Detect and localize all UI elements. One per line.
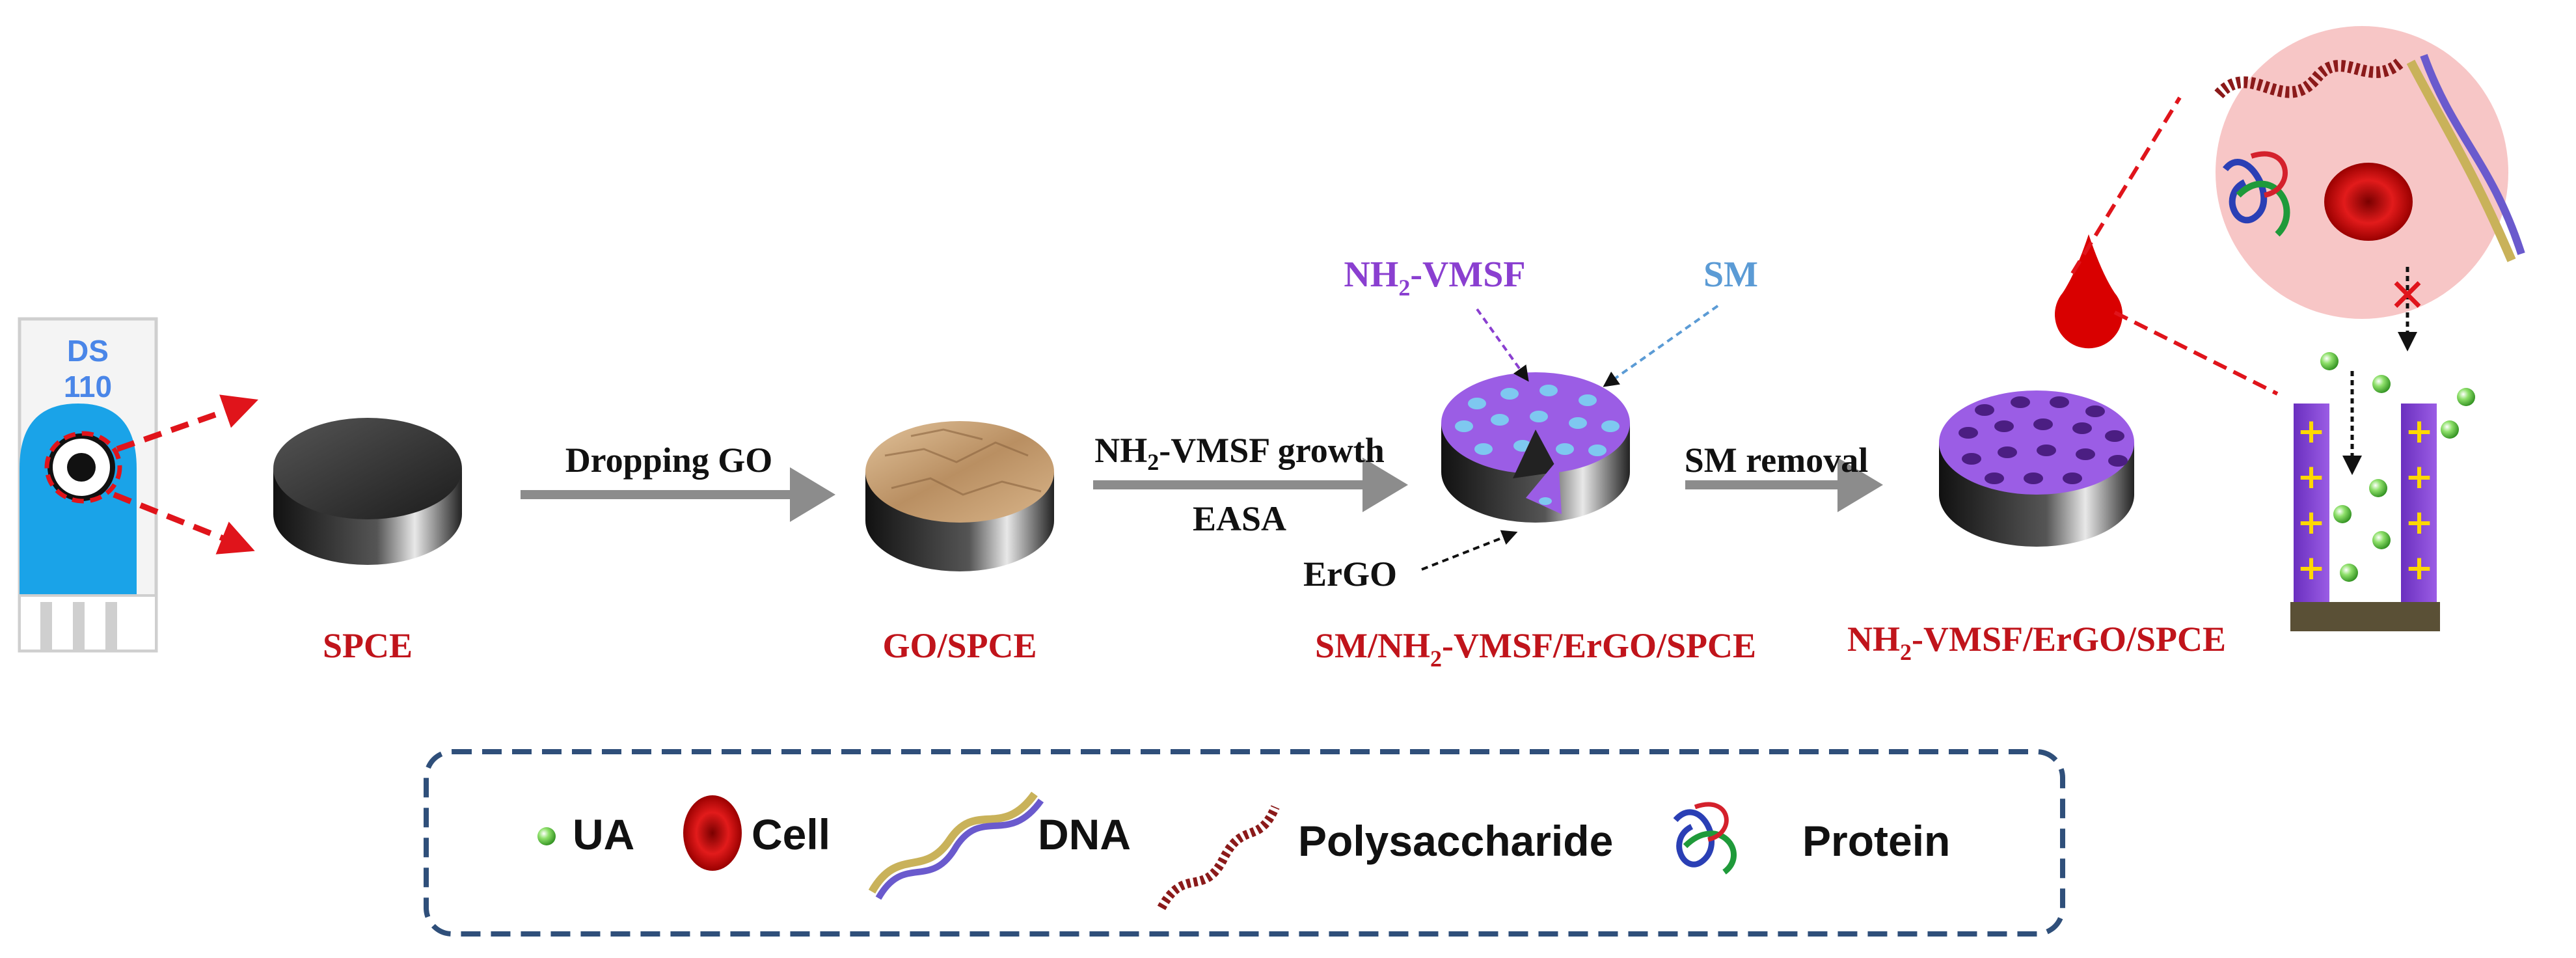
contact-strip-2 [73,602,85,651]
zoom-line-lower [2113,310,2279,396]
vmsf-slice [1526,459,1562,514]
callout-sm-pointer [1603,305,1719,387]
legend-polysaccharide-label: Polysaccharide [1298,817,1613,865]
vmsf-ergo-label-prefix: NH [1847,620,1900,659]
sm-vmsf-label-prefix: SM/NH [1315,626,1430,665]
zoom-line-upper [2070,96,2182,275]
vmsf-disk-top [1939,390,2134,495]
growth-prefix: NH [1094,431,1147,470]
channel-wall-left [2294,404,2329,602]
legend-dna-icon [868,791,1044,900]
positive-charges: + + + + + + + + [2297,412,2434,588]
spce-disk [273,418,462,565]
callout-sm: SM [1703,254,1758,295]
zoom-arrow-lower [113,491,255,554]
step-label-dropping-go: Dropping GO [565,441,773,480]
legend-protein-icon [1673,802,1737,875]
sm-vmsf-label-suffix: -VMSF/ErGO/SPCE [1442,626,1756,665]
zoom-circle [44,431,122,504]
zoom-polysaccharide [2214,57,2406,99]
step-label-vmsf-growth: NH2-VMSF growth [1094,431,1384,475]
legend-border [424,749,2065,937]
screen-printed-electrode-device: DS 110 [18,317,258,653]
callout-vmsf-pointer [1476,308,1529,382]
go-disk-top [865,421,1054,523]
sm-vmsf-label-subscript: 2 [1430,646,1442,672]
vmsf-ergo-label-subscript: 2 [1900,639,1912,665]
vmsf-ergo-disk [1939,390,2134,547]
vmsf-ergo-label-suffix: -VMSF/ErGO/SPCE [1912,620,2226,659]
svg-text:+: + [2405,458,2434,497]
svg-text:+: + [2297,412,2325,451]
legend-ua-label: UA [573,810,634,858]
growth-subscript: 2 [1147,449,1159,475]
step-label-easa: EASA [1193,499,1286,538]
legend-cell-label: Cell [752,810,830,858]
zoom-protein [2223,151,2290,237]
legend-protein-label: Protein [1802,817,1950,865]
sm-vmsf-label: SM/NH2-VMSF/ErGO/SPCE [1315,626,1756,672]
sm-vmsf-disk [1441,372,1630,523]
working-electrode [67,453,96,482]
legend-polysaccharide-icon [1157,805,1280,910]
spce-label: SPCE [323,626,413,665]
device-contact-area [18,594,157,652]
nanochannel-pores [1959,396,2128,484]
svg-text:+: + [2405,503,2434,542]
zoom-blood-cell [2324,163,2413,241]
svg-text:+: + [2297,549,2325,588]
callout-vmsf-prefix: NH [1344,254,1398,295]
ua-molecules-channel [2320,352,2475,582]
svg-text:+: + [2297,503,2325,542]
zoom-dna-strand-2 [2420,53,2525,255]
svg-text:+: + [2405,549,2434,588]
zoom-dna-strand-1 [2406,59,2516,262]
device-label-line2: 110 [64,370,112,404]
callout-ergo-pointer [1421,530,1518,571]
go-wrinkles [884,428,1042,496]
step-label-sm-removal: SM removal [1685,441,1868,480]
go-spce-label: GO/SPCE [882,626,1037,665]
spce-disk-top [273,418,462,519]
contact-strip-1 [40,602,52,651]
device-label-line1: DS [67,334,109,368]
callout-vmsf-subscript: 2 [1398,275,1410,301]
callout-vmsf-suffix: -VMSF [1410,254,1525,295]
ergo-cutaway [1513,430,1558,478]
svg-text:+: + [2405,412,2434,451]
growth-suffix: -VMSF growth [1159,431,1384,470]
contact-strip-3 [105,602,117,651]
legend-cell-icon [683,795,742,871]
callout-ergo: ErGO [1303,554,1397,594]
go-spce-disk [865,421,1054,571]
channel-base [2290,602,2440,631]
nanochannel: + + + + + + + + [2290,352,2475,631]
blocked-mark: ✕ [2389,269,2427,322]
zoom-arrow-upper [116,394,258,452]
callout-vmsf: NH2-VMSF [1344,254,1525,301]
blood-drop [2055,234,2122,349]
legend-dna-label: DNA [1038,810,1131,858]
sm-dots [1455,385,1620,456]
slice-dot [1539,497,1552,505]
legend-ua-icon [537,827,556,845]
svg-text:+: + [2297,458,2325,497]
legend: UA Cell DNA Polysaccharide Protein [424,749,2065,937]
channel-wall-right [2401,404,2437,602]
vmsf-ergo-label: NH2-VMSF/ErGO/SPCE [1847,620,2226,665]
